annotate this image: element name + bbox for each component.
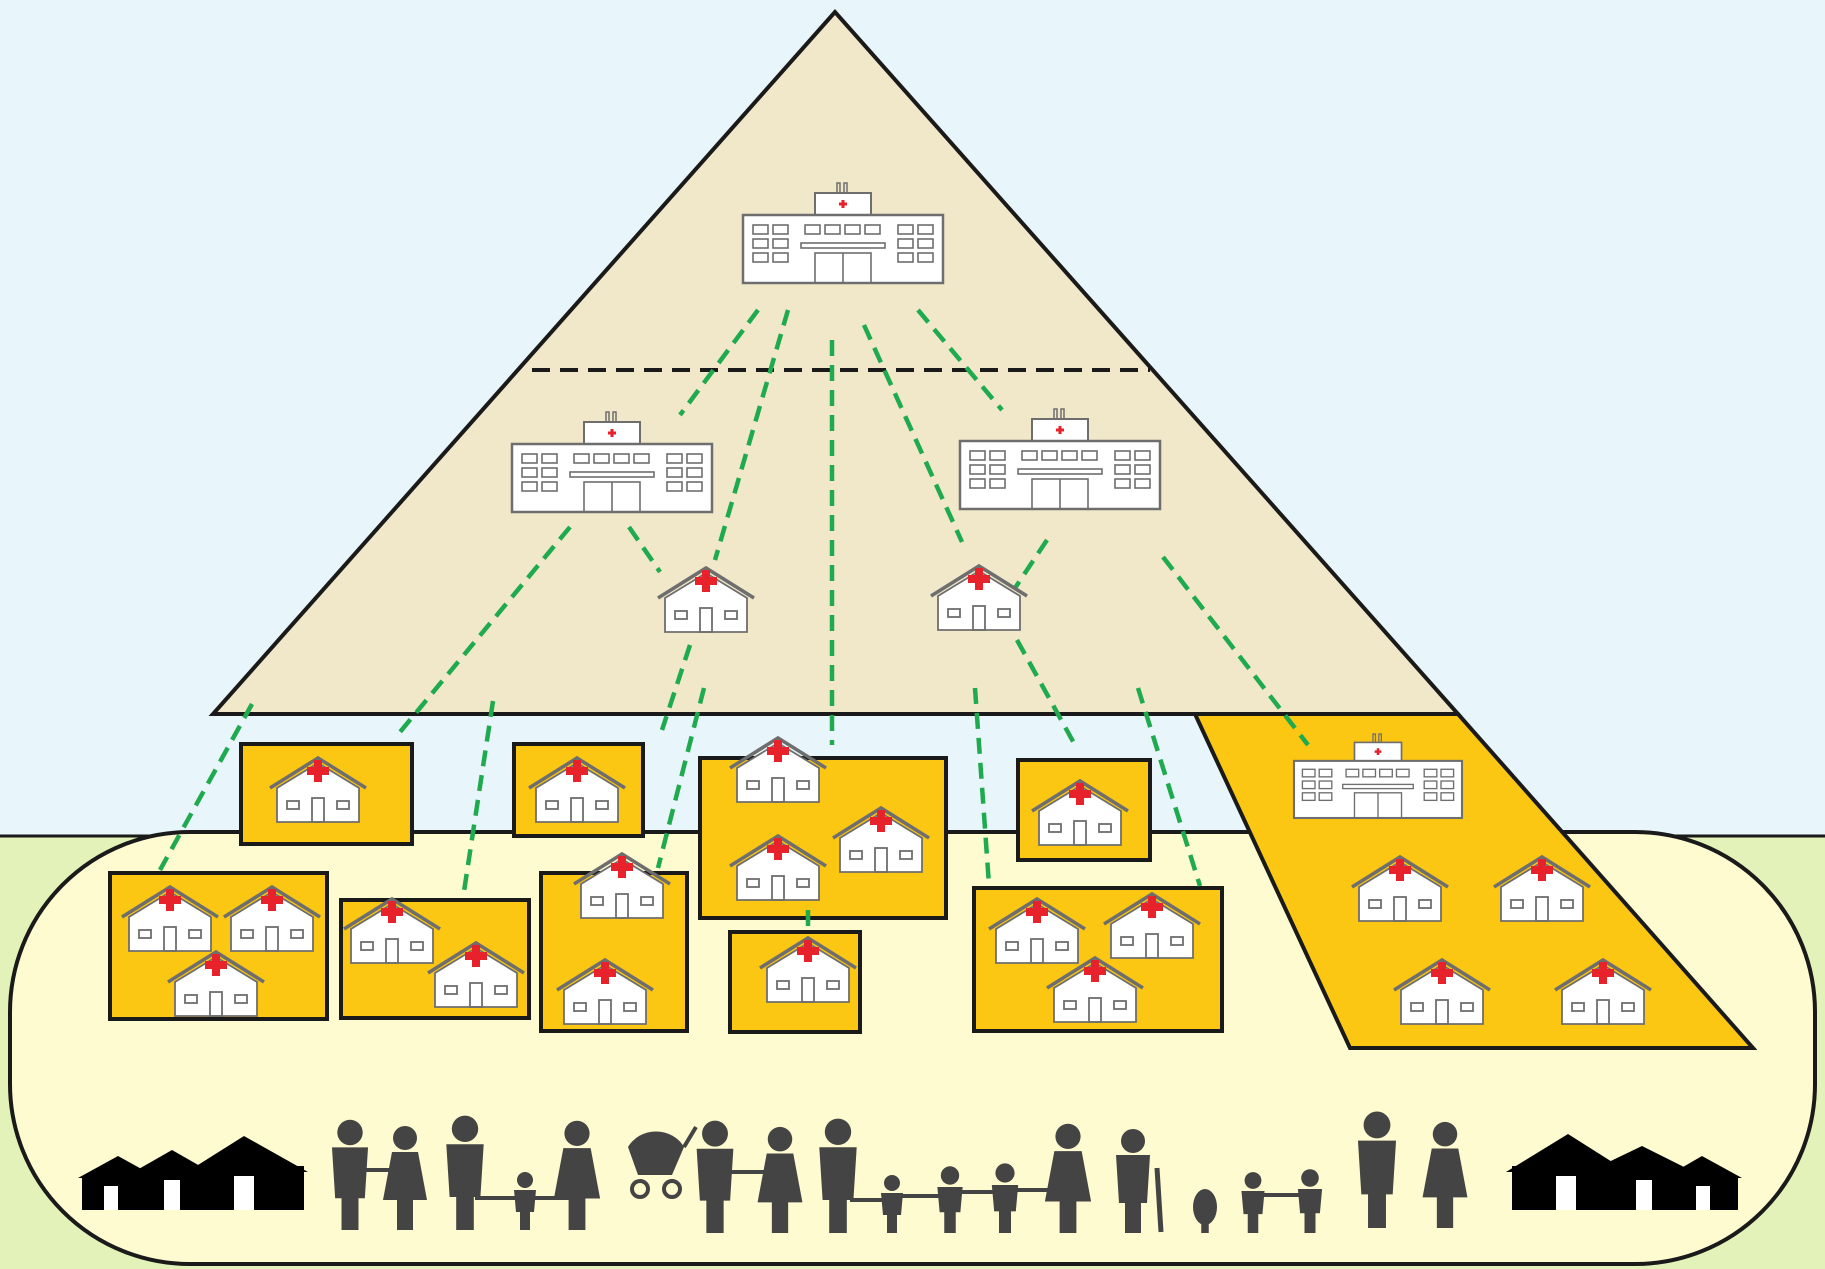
referral-link (1015, 638, 1077, 747)
community-houses-right (1506, 1134, 1742, 1210)
referral-link (627, 525, 662, 574)
referral-link (916, 308, 1004, 412)
referral-link (659, 644, 693, 731)
referral-link (398, 525, 572, 734)
referral-link (678, 308, 760, 417)
house-icon (130, 1150, 214, 1210)
pyramid (208, 8, 1463, 716)
referral-link (861, 324, 965, 543)
referral-link (712, 309, 791, 561)
community-houses-left (78, 1136, 308, 1210)
referral-links (158, 308, 1310, 930)
house-icon (1664, 1156, 1742, 1210)
referral-link (1013, 538, 1049, 590)
referral-link (1135, 687, 1203, 887)
baby-figure (1193, 1189, 1217, 1225)
community-population (331, 1111, 1468, 1233)
referral-link (158, 702, 254, 872)
referral-link (655, 687, 707, 869)
referral-link (460, 700, 496, 899)
house-icon (190, 1136, 308, 1210)
stroller-icon (628, 1125, 698, 1199)
walking-cane (1154, 1167, 1164, 1233)
referral-link (972, 687, 992, 886)
referral-link (1161, 555, 1310, 747)
